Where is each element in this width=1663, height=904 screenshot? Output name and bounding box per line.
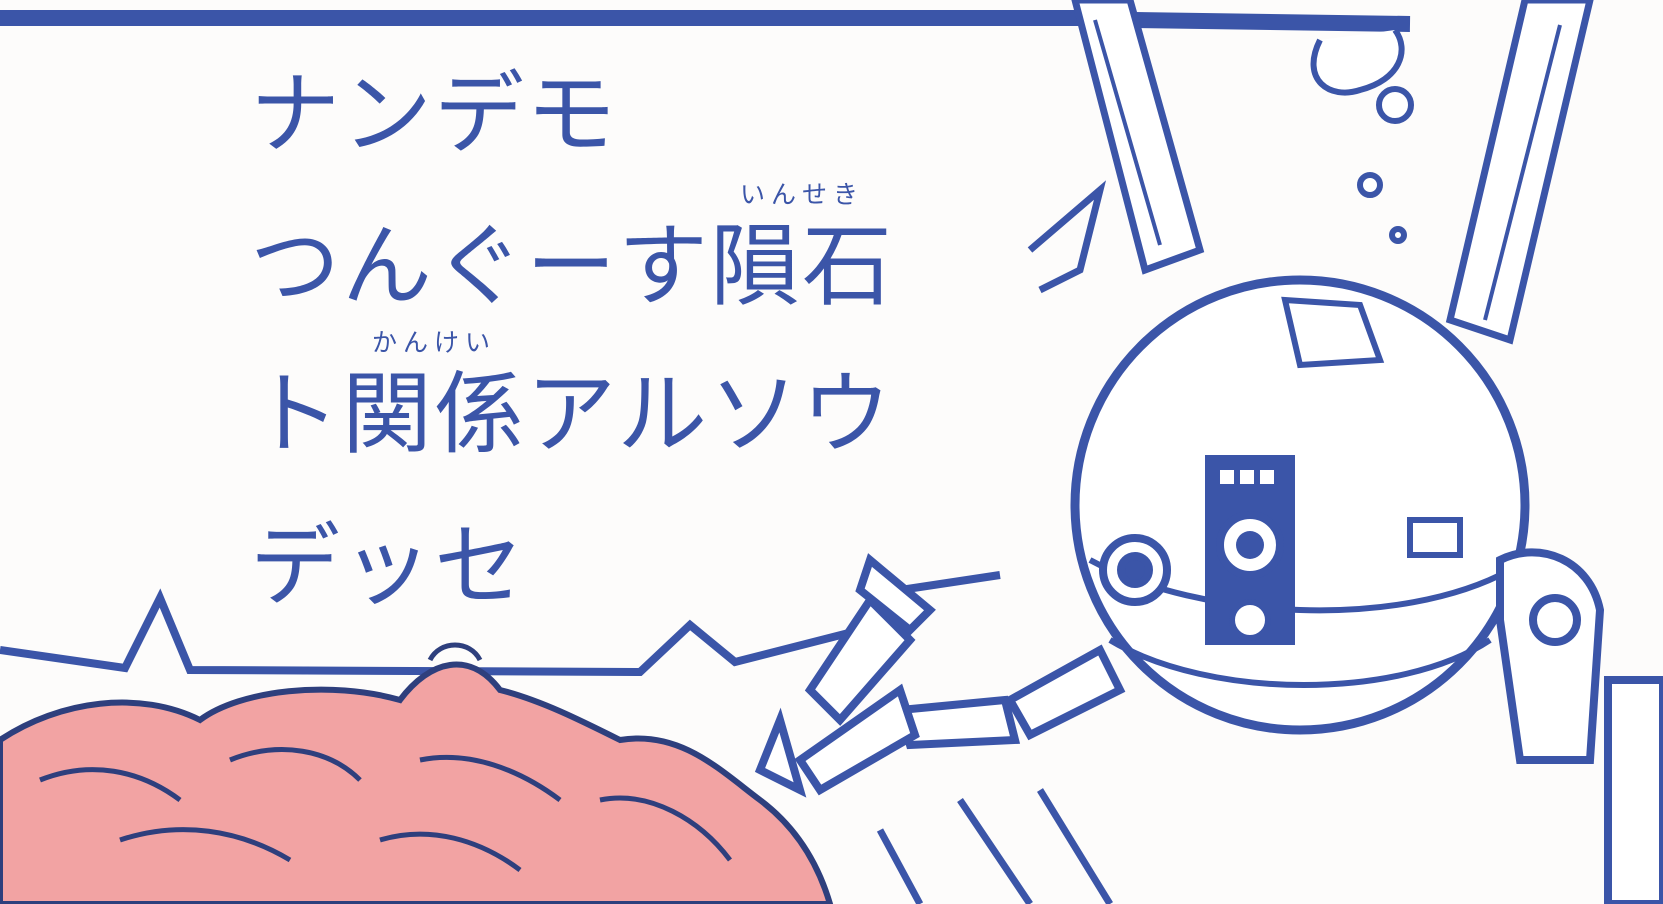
robot-arms <box>754 553 1126 798</box>
panel-top-border <box>0 10 1411 32</box>
motion-lines <box>876 788 1113 904</box>
relation-word: かんけい関係 <box>342 330 526 460</box>
pink-hair <box>0 642 834 904</box>
dialogue-line-3-lead: ト <box>250 362 342 467</box>
robot-antenna-left <box>1071 0 1205 275</box>
dialogue-line-3-tail: アルソウ <box>526 362 894 467</box>
robot-side-pods <box>1099 534 1663 904</box>
dialogue-line-1: ナンデモ <box>250 62 618 167</box>
dialogue-line-3: トかんけい関係アルソウ <box>250 330 893 460</box>
robot-face-panel <box>1205 455 1295 645</box>
robot-antenna-right <box>1445 0 1594 345</box>
meteorite-word: いんせき隕石 <box>710 182 894 312</box>
dialogue-line-2-kana: つんぐーす <box>250 214 710 319</box>
relation-kanji: 関係 <box>342 362 526 467</box>
dialogue-line-2: つんぐーすいんせき隕石 <box>250 182 894 312</box>
robot-body <box>1070 275 1530 735</box>
relation-furigana: かんけい <box>371 328 496 357</box>
air-bubbles <box>1310 28 1414 244</box>
dialogue-line-4: デッセ <box>250 514 526 619</box>
meteorite-kanji: 隕石 <box>710 214 894 319</box>
speech-bubble-spike-right <box>1027 180 1107 294</box>
meteorite-furigana: いんせき <box>739 180 864 209</box>
